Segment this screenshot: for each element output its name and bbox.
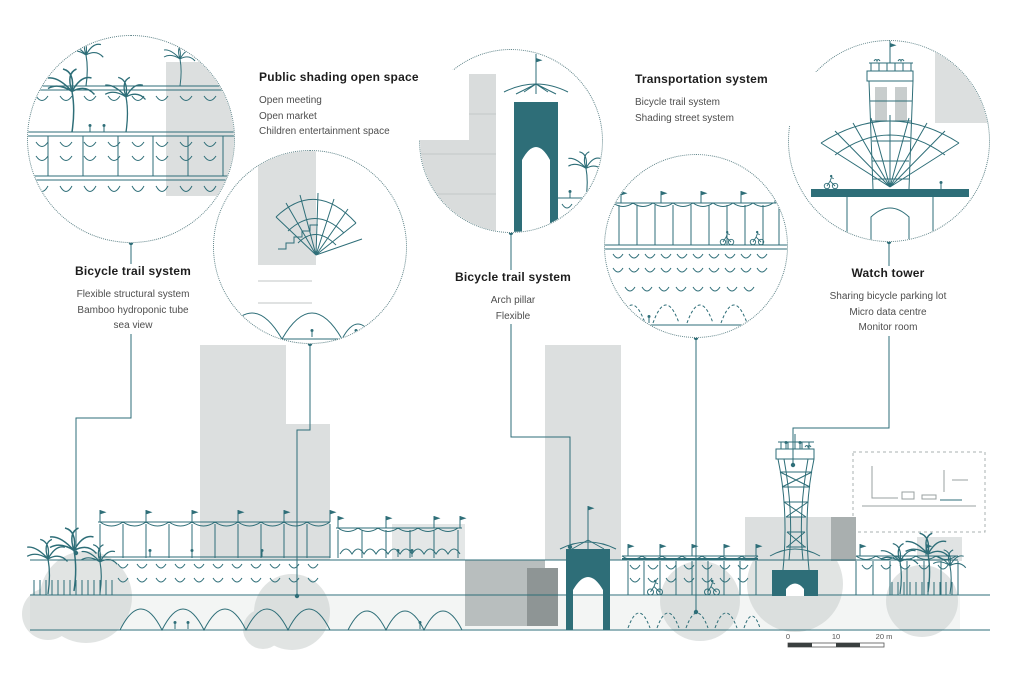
arch-pillar-structure: [559, 505, 617, 630]
callout-detail: Bamboo hydroponic tube: [77, 304, 189, 316]
callout-detail: Flexible: [495, 310, 531, 322]
callout-detail: Shading street system: [635, 112, 734, 124]
callout-title-bicycle-trail-center: Bicycle trail system: [454, 270, 572, 284]
callout-label-transportation: Transportation system Bicycle trail syst…: [635, 72, 825, 126]
leader-lines: [75, 233, 890, 612]
left-planting: [26, 527, 118, 595]
callout-label-bicycle-trail-center: Bicycle trail system Arch pillar Flexibl…: [425, 270, 601, 324]
callout-detail: Arch pillar: [490, 295, 536, 306]
callout-label-watch-tower: Watch tower Sharing bicycle parking lot …: [799, 266, 977, 336]
callout-detail: Open meeting: [259, 95, 322, 106]
callout-drawing-bicycle-trail-left: [28, 37, 234, 196]
callout-title-bicycle-trail-left: Bicycle trail system: [74, 264, 192, 278]
callout-circle-public-shading: [213, 150, 407, 344]
callout-title-public-shading: Public shading open space: [259, 70, 419, 84]
callout-label-bicycle-trail-left: Bicycle trail system Flexible structural…: [53, 264, 213, 334]
callout-detail: sea view: [113, 320, 153, 331]
left-colonnade: [98, 509, 337, 632]
right-colonnade: [621, 543, 763, 629]
scale-label-20m: 20 m: [876, 632, 893, 641]
callout-detail: Flexible structural system: [76, 289, 190, 300]
callout-title-transportation: Transportation system: [635, 72, 768, 86]
scale-bar: 0 10 20 m: [786, 632, 893, 648]
callout-drawing-transportation: [605, 190, 787, 326]
callout-detail: Children entertainment space: [259, 126, 390, 137]
callout-title-watch-tower: Watch tower: [851, 266, 925, 280]
watch-tower: [769, 434, 821, 596]
callout-detail: Sharing bicycle parking lot: [829, 291, 947, 302]
building-masses: [200, 345, 962, 626]
callout-circle-watch-tower: [788, 40, 990, 242]
callout-detail: Bicycle trail system: [635, 97, 721, 108]
callout-label-public-shading: Public shading open space Open meeting O…: [259, 70, 469, 140]
callout-drawing-public-shading: [214, 151, 406, 341]
callout-circle-transportation: [604, 154, 788, 338]
callout-detail: Micro data centre: [849, 306, 927, 318]
datum-lines: [30, 559, 990, 631]
callout-detail: Monitor room: [858, 322, 918, 333]
detail-inset-box: [852, 451, 986, 533]
callout-circle-bicycle-trail-left: [27, 35, 235, 243]
scale-label-10: 10: [832, 632, 840, 641]
callout-detail: Open market: [259, 110, 317, 122]
scale-label-0: 0: [786, 632, 790, 641]
far-right-colonnade: [855, 532, 967, 595]
mid-colonnade: [336, 515, 467, 632]
